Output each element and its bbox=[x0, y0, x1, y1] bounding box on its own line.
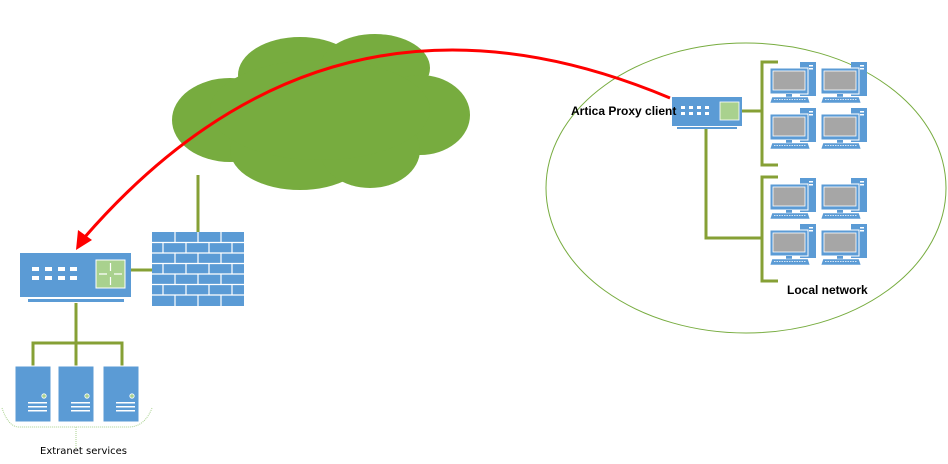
network-links bbox=[31, 60, 778, 366]
local-computers bbox=[769, 61, 868, 266]
extranet-bracket bbox=[1, 407, 153, 448]
proxy-connection-arrow bbox=[76, 48, 671, 250]
extranet-servers bbox=[14, 365, 140, 423]
computer-icon bbox=[769, 61, 817, 104]
server-icon bbox=[14, 365, 52, 423]
extranet-label: Extranet services bbox=[40, 446, 128, 457]
local-network-label: Local network bbox=[787, 283, 868, 297]
firewall-icon bbox=[152, 232, 244, 306]
proxy-client-label: Artica Proxy client bbox=[571, 104, 677, 118]
computer-icon bbox=[820, 223, 868, 266]
cloud-icon bbox=[172, 34, 470, 190]
computer-icon bbox=[769, 177, 817, 220]
computer-icon bbox=[820, 61, 868, 104]
computer-icon bbox=[820, 177, 868, 220]
switch-icon bbox=[20, 253, 131, 302]
computer-icon bbox=[820, 107, 868, 150]
server-icon bbox=[102, 365, 140, 423]
computer-icon bbox=[769, 223, 817, 266]
computer-icon bbox=[769, 107, 817, 150]
proxy-switch-icon bbox=[672, 97, 742, 129]
local-network-boundary bbox=[545, 42, 947, 334]
server-icon bbox=[57, 365, 95, 423]
